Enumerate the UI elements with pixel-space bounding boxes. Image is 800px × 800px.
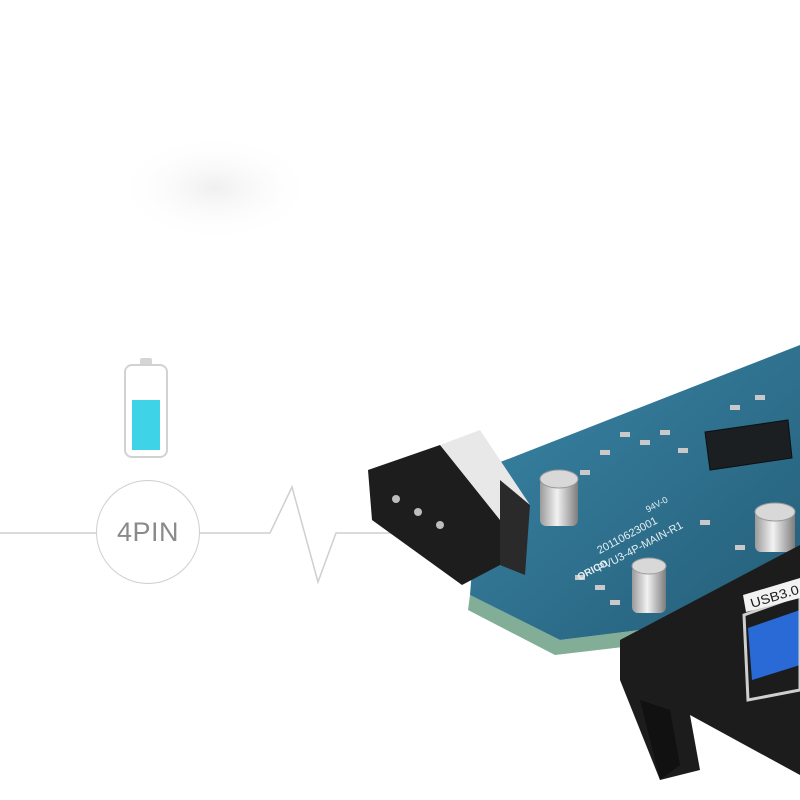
capacitor <box>539 469 579 526</box>
molex-connector <box>368 430 530 585</box>
pcb-board <box>470 345 800 640</box>
battery-level-fill <box>132 400 160 450</box>
smd-components <box>575 395 765 605</box>
connector-label: 4PIN <box>116 516 180 547</box>
capacitor <box>631 557 667 613</box>
capacitor <box>754 502 796 552</box>
usb3-port: USB3.0 <box>742 578 800 702</box>
pcb-edge <box>468 595 640 655</box>
battery-icon <box>124 358 168 458</box>
controller-chip <box>704 419 793 471</box>
background-blur <box>115 133 315 243</box>
pcie-card: PVU3-4P-MAIN-R1 20110623001 ORICO 94V-0 <box>368 345 800 780</box>
connector-badge: 4PIN <box>96 480 200 584</box>
